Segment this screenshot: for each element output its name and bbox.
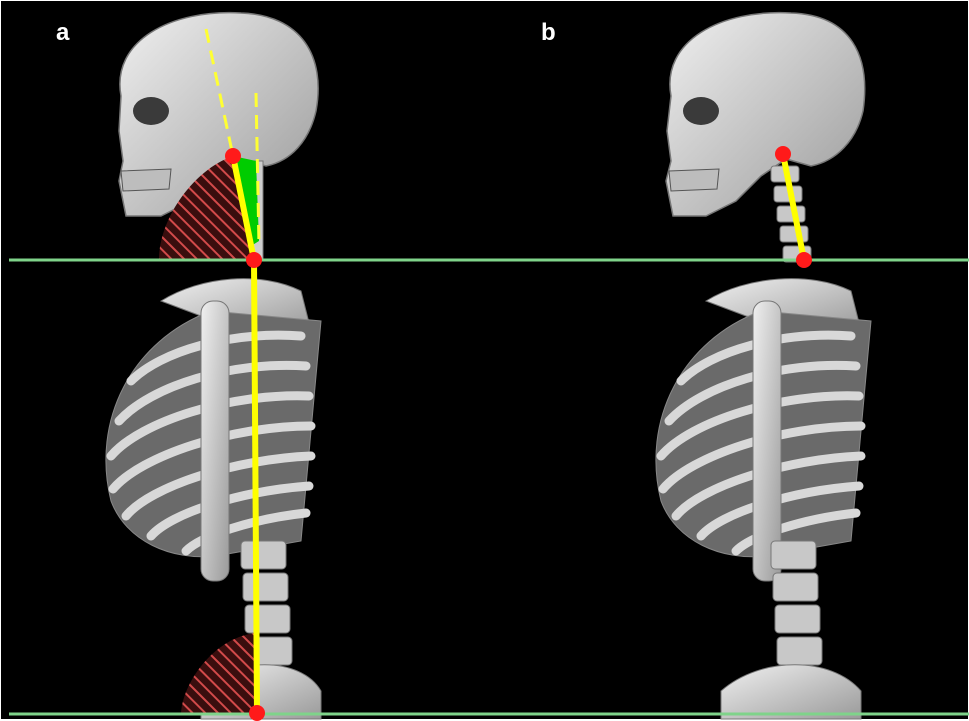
yellow-line-trunk [254,260,257,713]
pelvis [721,665,861,719]
landmark-point-b-c7 [796,252,812,268]
jaw-teeth [669,169,719,191]
lumbar-spine [771,541,822,665]
humerus [201,301,229,581]
hatched-region-sacrum [181,633,257,713]
orbit [683,97,719,125]
landmark-point-a-skull [225,148,241,164]
humerus [753,301,781,581]
panel-label-b: b [541,21,556,45]
panel-b-skeleton [656,13,871,719]
panel-label-a: a [56,21,69,45]
orbit [133,97,169,125]
panel-a-skeleton [106,13,321,719]
landmark-point-a-c7 [246,252,262,268]
landmark-point-a-sacrum [249,705,265,721]
landmark-point-b-skull [775,146,791,162]
jaw-teeth [121,169,171,191]
